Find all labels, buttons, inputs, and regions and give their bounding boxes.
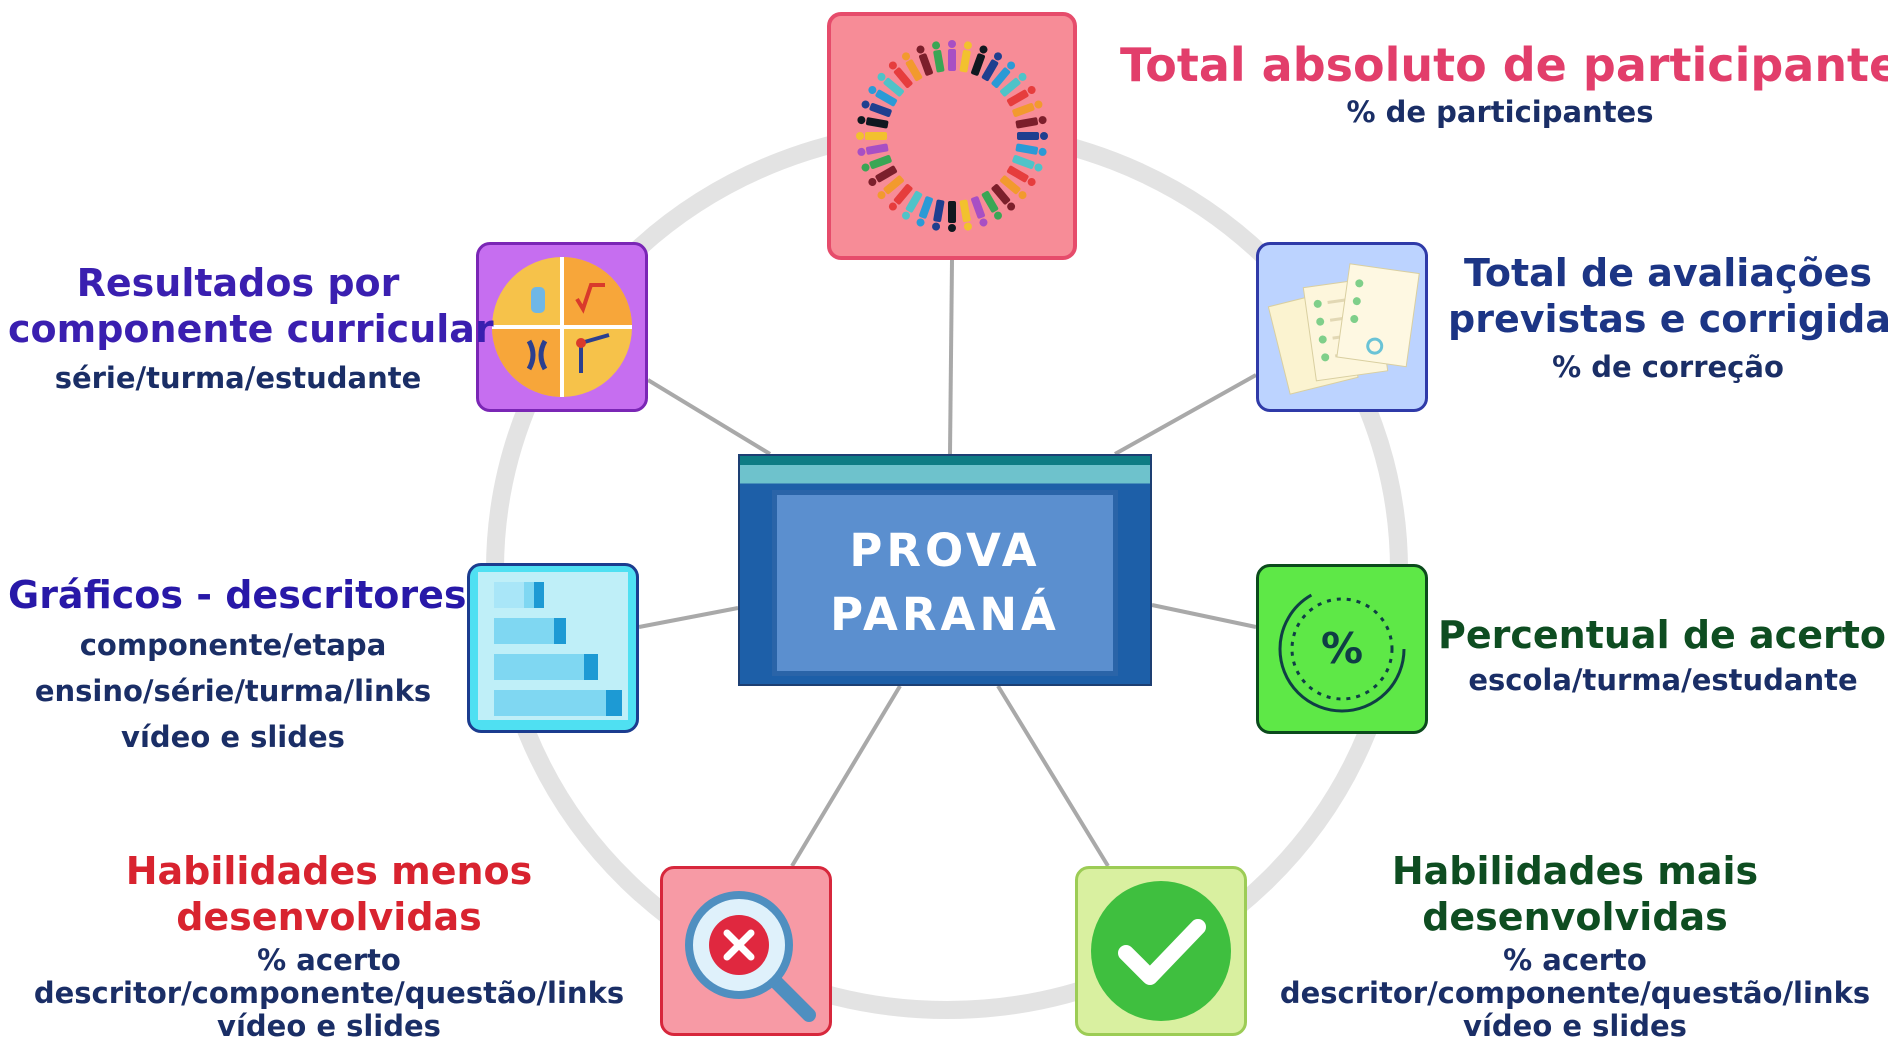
person-figure [959,199,972,231]
avaliacoes-label: Total de avaliações previstas e corrigid… [1448,250,1888,392]
person-figure [857,143,889,156]
mais-label: Habilidades mais desenvolvidas % acerto … [1262,848,1888,1043]
people-ring-icon [856,40,1048,232]
science-math-icon [492,257,632,397]
person-figure [948,201,956,232]
componente-title-line1: Resultados por [76,261,400,305]
componente-tile [476,242,648,412]
person-figure [888,61,913,88]
menos-sub-line3: vídeo e slides [217,1009,441,1043]
mais-tile [1075,866,1247,1036]
avaliacoes-title-line2: previstas e corrigidas [1448,297,1888,341]
avaliacoes-subtitle: % de correção [1552,350,1784,384]
componente-subtitle: série/turma/estudante [54,361,422,395]
spoke-mais [996,684,1110,868]
person-figure [902,52,923,82]
mais-sub-line3: vídeo e slides [1463,1009,1687,1043]
graficos-title: Gráficos - descritores [8,573,467,617]
monitor-screen: PROVA PARANÁ [772,490,1118,676]
person-figure [861,100,892,117]
spoke-participantes [948,259,954,455]
graficos-label: Gráficos - descritores componente/etapa … [8,572,467,760]
person-figure [877,72,904,97]
menos-title-line1: Habilidades menos [125,849,533,893]
percentual-label: Percentual de acertos escola/turma/estud… [1438,612,1888,702]
person-figure [877,175,904,200]
person-figure [1012,100,1043,117]
person-figure [932,199,945,231]
central-monitor: PROVA PARANÁ [738,454,1152,686]
person-figure [959,41,972,73]
person-figure [971,45,988,76]
menos-title-line2: desenvolvidas [176,895,482,939]
spoke-percentual [1151,603,1257,629]
mais-title-line2: desenvolvidas [1422,895,1728,939]
percentual-tile: % [1256,564,1428,734]
person-figure [868,165,898,186]
participantes-label: Total absoluto de participantes % de par… [1120,38,1888,132]
avaliacoes-title-line1: Total de avaliações [1463,251,1873,295]
person-figure [948,40,956,71]
participantes-subtitle: % de participantes [1346,95,1654,129]
person-figure [971,196,988,227]
mais-sub-line2: descritor/componente/questão/links [1279,976,1871,1010]
person-figure [857,116,889,129]
person-figure [888,184,913,211]
bar-chart-icon [478,572,628,720]
spoke-componente [646,378,772,456]
person-figure [932,41,945,73]
person-figure [861,155,892,172]
person-figure [991,184,1016,211]
person-figure [981,52,1002,82]
person-figure [1012,155,1043,172]
person-figure [991,61,1016,88]
person-figure [868,86,898,107]
menos-sub-line1: % acerto [257,943,401,977]
person-figure [1017,132,1048,140]
center-title-line2: PARANÁ [830,588,1060,641]
menos-sub-line2: descritor/componente/questão/links [33,976,625,1010]
spoke-graficos [638,606,739,629]
spoke-avaliacoes [1114,373,1257,456]
percentual-subtitle: escola/turma/estudante [1468,663,1858,697]
mais-sub-line1: % acerto [1503,943,1647,977]
svg-text:%: % [1321,624,1363,673]
spokes [638,259,1257,868]
componente-title-line2: componente curricular [8,307,494,351]
avaliacoes-tile [1256,242,1428,412]
participants-tile [827,12,1077,260]
graficos-tile [467,563,639,733]
componente-label: Resultados por componente curricular sér… [8,260,494,404]
checkmark-circle-icon [1091,881,1231,1021]
mais-title-line1: Habilidades mais [1391,849,1759,893]
person-figure [916,196,933,227]
menos-tile [660,866,832,1036]
person-figure [1000,175,1027,200]
menos-label: Habilidades menos desenvolvidas % acerto… [6,848,652,1043]
graficos-sub-line1: componente/etapa [79,628,387,662]
percent-dial-icon: % [1278,585,1406,713]
person-figure [856,132,887,140]
percentual-title: Percentual de acertos [1438,613,1888,657]
person-figure [902,190,923,220]
person-figure [1000,72,1027,97]
person-figure [916,45,933,76]
participantes-title: Total absoluto de participantes [1120,38,1888,92]
person-figure [1006,86,1036,107]
graficos-sub-line3: vídeo e slides [121,720,345,754]
person-figure [1015,143,1047,156]
documents-checklist-icon [1267,263,1420,395]
spoke-menos [790,684,902,868]
person-figure [1006,165,1036,186]
magnifier-x-icon [685,891,816,1022]
person-figure [1015,116,1047,129]
person-figure [981,190,1002,220]
center-title-line1: PROVA [849,524,1041,577]
graficos-sub-line2: ensino/série/turma/links [34,674,432,708]
